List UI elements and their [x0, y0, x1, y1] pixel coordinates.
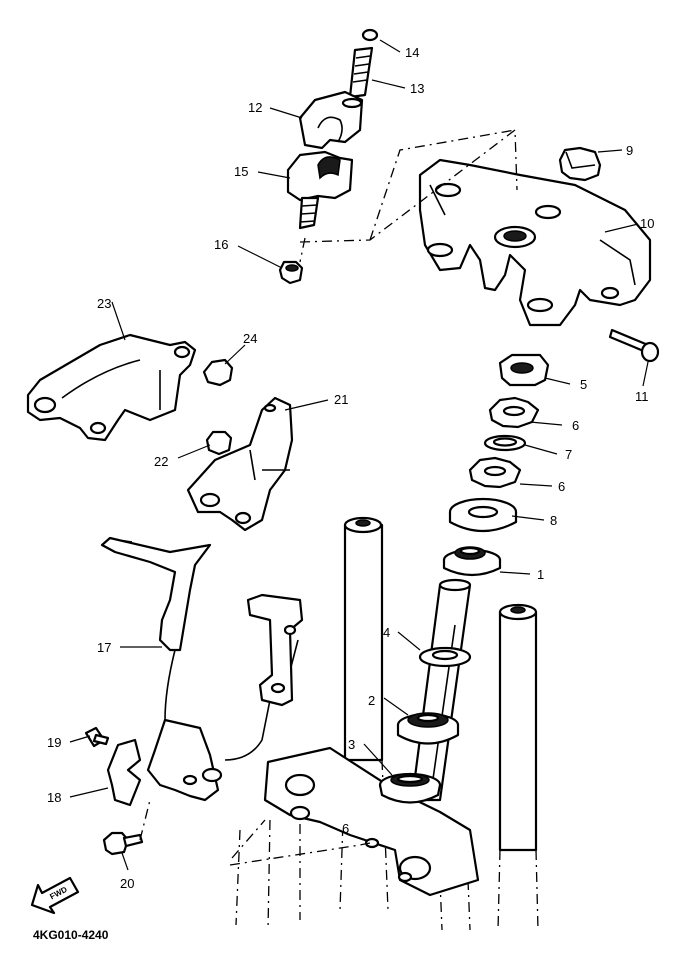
- bracket-alignment-line: [139, 799, 371, 866]
- callout-10: 10: [640, 216, 654, 231]
- callout-23: 23: [97, 296, 111, 311]
- callout-6a: 6: [572, 418, 579, 433]
- callout-18: 18: [47, 790, 61, 805]
- pinch-bolt: [608, 328, 660, 363]
- callout-16: 16: [214, 237, 228, 252]
- callout-1: 1: [537, 567, 544, 582]
- steering-bearings: [378, 353, 550, 804]
- callout-4: 4: [383, 625, 390, 640]
- callout-21: 21: [334, 392, 348, 407]
- callout-13: 13: [410, 81, 424, 96]
- callout-19: 19: [47, 735, 61, 750]
- reflector-bracket-assembly: [84, 536, 304, 856]
- callout-3: 3: [348, 737, 355, 752]
- callout-14: 14: [405, 45, 419, 60]
- callout-leaders: [69, 39, 649, 871]
- damper-24: [202, 358, 234, 387]
- callout-2: 2: [368, 693, 375, 708]
- callout-24: 24: [243, 331, 257, 346]
- callout-7: 7: [565, 447, 572, 462]
- callout-17: 17: [97, 640, 111, 655]
- callout-6c: 6: [342, 821, 349, 836]
- upper-bracket: [418, 158, 652, 327]
- handlebar-holder: [278, 28, 379, 285]
- steering-nut: [558, 146, 602, 182]
- headlight-bracket-right: [186, 396, 294, 532]
- callout-12: 12: [248, 100, 262, 115]
- callout-6b: 6: [558, 479, 565, 494]
- damper-22: [205, 430, 233, 456]
- callout-11: 11: [635, 389, 649, 404]
- front-fork-assembly: [235, 516, 539, 931]
- callout-labels: 1 2 3 4 5 6 7 6 8 9 10 11 12 13 14 15 16…: [47, 45, 654, 891]
- forward-arrow-icon: FWD: [30, 876, 80, 915]
- headlight-bracket-left: [26, 333, 197, 442]
- holder-alignment-line: [299, 128, 518, 263]
- callout-15: 15: [234, 164, 248, 179]
- diagram-code: 4KG010-4240: [33, 928, 109, 942]
- callout-22: 22: [154, 454, 168, 469]
- callout-5: 5: [580, 377, 587, 392]
- callout-9: 9: [626, 143, 633, 158]
- callout-20: 20: [120, 876, 134, 891]
- callout-8: 8: [550, 513, 557, 528]
